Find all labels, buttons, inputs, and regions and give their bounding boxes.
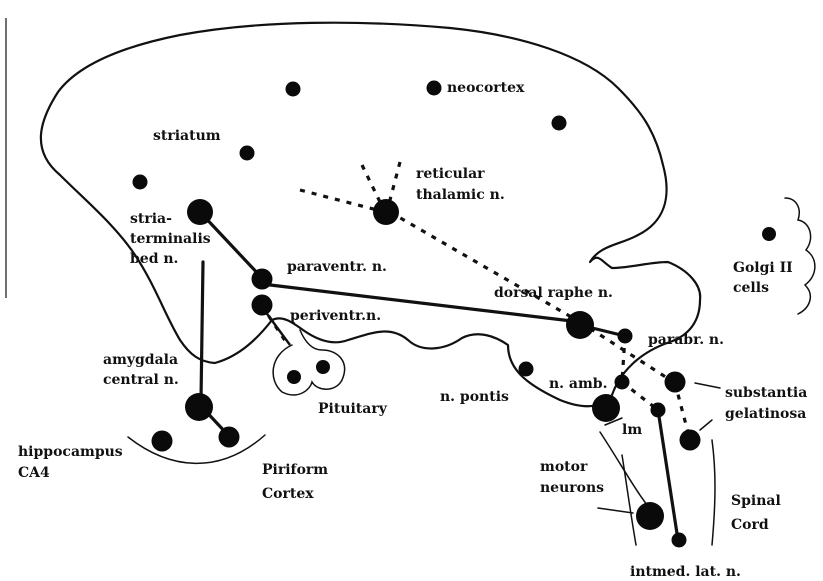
label-n-pontis: n. pontis [440, 389, 509, 405]
label-amygdala-line1: amygdala [103, 352, 178, 368]
label-piriform-line1: Piriform [262, 462, 328, 478]
label-paraventr: paraventr. n. [287, 259, 387, 275]
node-neocortex-3 [551, 115, 567, 131]
node-intmed-lat [671, 532, 687, 548]
node-piriform [218, 426, 240, 448]
label-n-amb: n. amb. [549, 376, 607, 392]
label-neocortex: neocortex [447, 80, 525, 96]
node-n-pontis [518, 361, 534, 377]
connection-lm-to-intmed [656, 408, 680, 542]
label-parabr: parabr. n. [648, 332, 724, 348]
node-neocortex-2 [426, 80, 442, 96]
dashed-parabr-to-namb [620, 335, 627, 383]
label-pituitary: Pituitary [318, 401, 388, 417]
dashed-periventr-to-pituitary [260, 305, 290, 346]
node-spinal [679, 429, 701, 451]
pointer-substantia [694, 382, 721, 389]
node-substantia [664, 371, 686, 393]
label-stria-line1: stria- [130, 211, 172, 227]
connection-stria-to-paraventr [198, 210, 264, 280]
label-substantia-line2: gelatinosa [725, 406, 806, 422]
label-spinal-line1: Spinal [731, 493, 781, 509]
pointer-motor-neurons [597, 507, 634, 514]
connection-stria-to-amygdala [199, 260, 205, 402]
pituitary-outline [272, 329, 346, 396]
dashed-reticular-to-raphe [389, 210, 581, 324]
spinal-line-left [621, 454, 637, 546]
node-reticular-thalamic [373, 199, 399, 225]
node-n-amb [614, 374, 630, 390]
label-golgi-line1: Golgi II [733, 260, 793, 276]
node-striatum-1 [239, 145, 255, 161]
dashed-reticular-up-left [360, 164, 382, 203]
hippocampus-arc [127, 434, 266, 465]
label-stria-line2: terminalis [130, 231, 211, 247]
label-piriform-line2: Cortex [262, 486, 314, 502]
pointer-lm [604, 417, 623, 426]
spinal-line-right [711, 439, 716, 546]
node-dorsal-raphe [566, 311, 594, 339]
node-parabr [617, 328, 633, 344]
node-paraventr [251, 268, 273, 290]
node-stria-terminalis [187, 199, 213, 225]
label-intmed-lat: intmed. lat. n. [630, 564, 741, 580]
dashed-reticular-left [299, 188, 386, 214]
node-amygdala [185, 393, 213, 421]
label-reticular-line1: reticular [416, 166, 485, 182]
label-motor-line2: neurons [540, 480, 604, 496]
label-substantia-line1: substantia [725, 385, 807, 401]
label-motor-line1: motor [540, 459, 588, 475]
label-golgi-line2: cells [733, 280, 769, 296]
node-pituitary-2 [316, 360, 330, 374]
node-striatum-2 [132, 174, 148, 190]
label-reticular-line2: thalamic n. [416, 187, 505, 203]
pointer-spinal [699, 419, 713, 431]
label-lm: lm [622, 422, 642, 438]
label-dorsal-raphe: dorsal raphe n. [494, 285, 613, 301]
label-spinal-line2: Cord [731, 517, 769, 533]
dashed-reticular-up-right [388, 161, 402, 201]
label-stria-line3: bed n. [130, 251, 178, 267]
golgi-cloud-outline [784, 197, 816, 315]
connection-paraventr-to-dorsal-raphe [260, 282, 582, 324]
node-pituitary-1 [287, 370, 301, 384]
node-periventr [251, 294, 273, 316]
node-hippocampus [151, 430, 173, 452]
node-lm [650, 402, 666, 418]
label-hippocampus-line2: CA4 [18, 465, 50, 481]
node-neocortex-1 [285, 81, 301, 97]
label-amygdala-line2: central n. [103, 372, 179, 388]
dashed-namb-to-lm [621, 380, 659, 412]
node-spinal-motor [636, 502, 664, 530]
node-golgi [762, 227, 776, 241]
label-hippocampus-line1: hippocampus [18, 444, 123, 460]
label-periventr: periventr.n. [290, 308, 381, 324]
label-striatum: striatum [153, 128, 221, 144]
node-motor-neurons [592, 394, 620, 422]
